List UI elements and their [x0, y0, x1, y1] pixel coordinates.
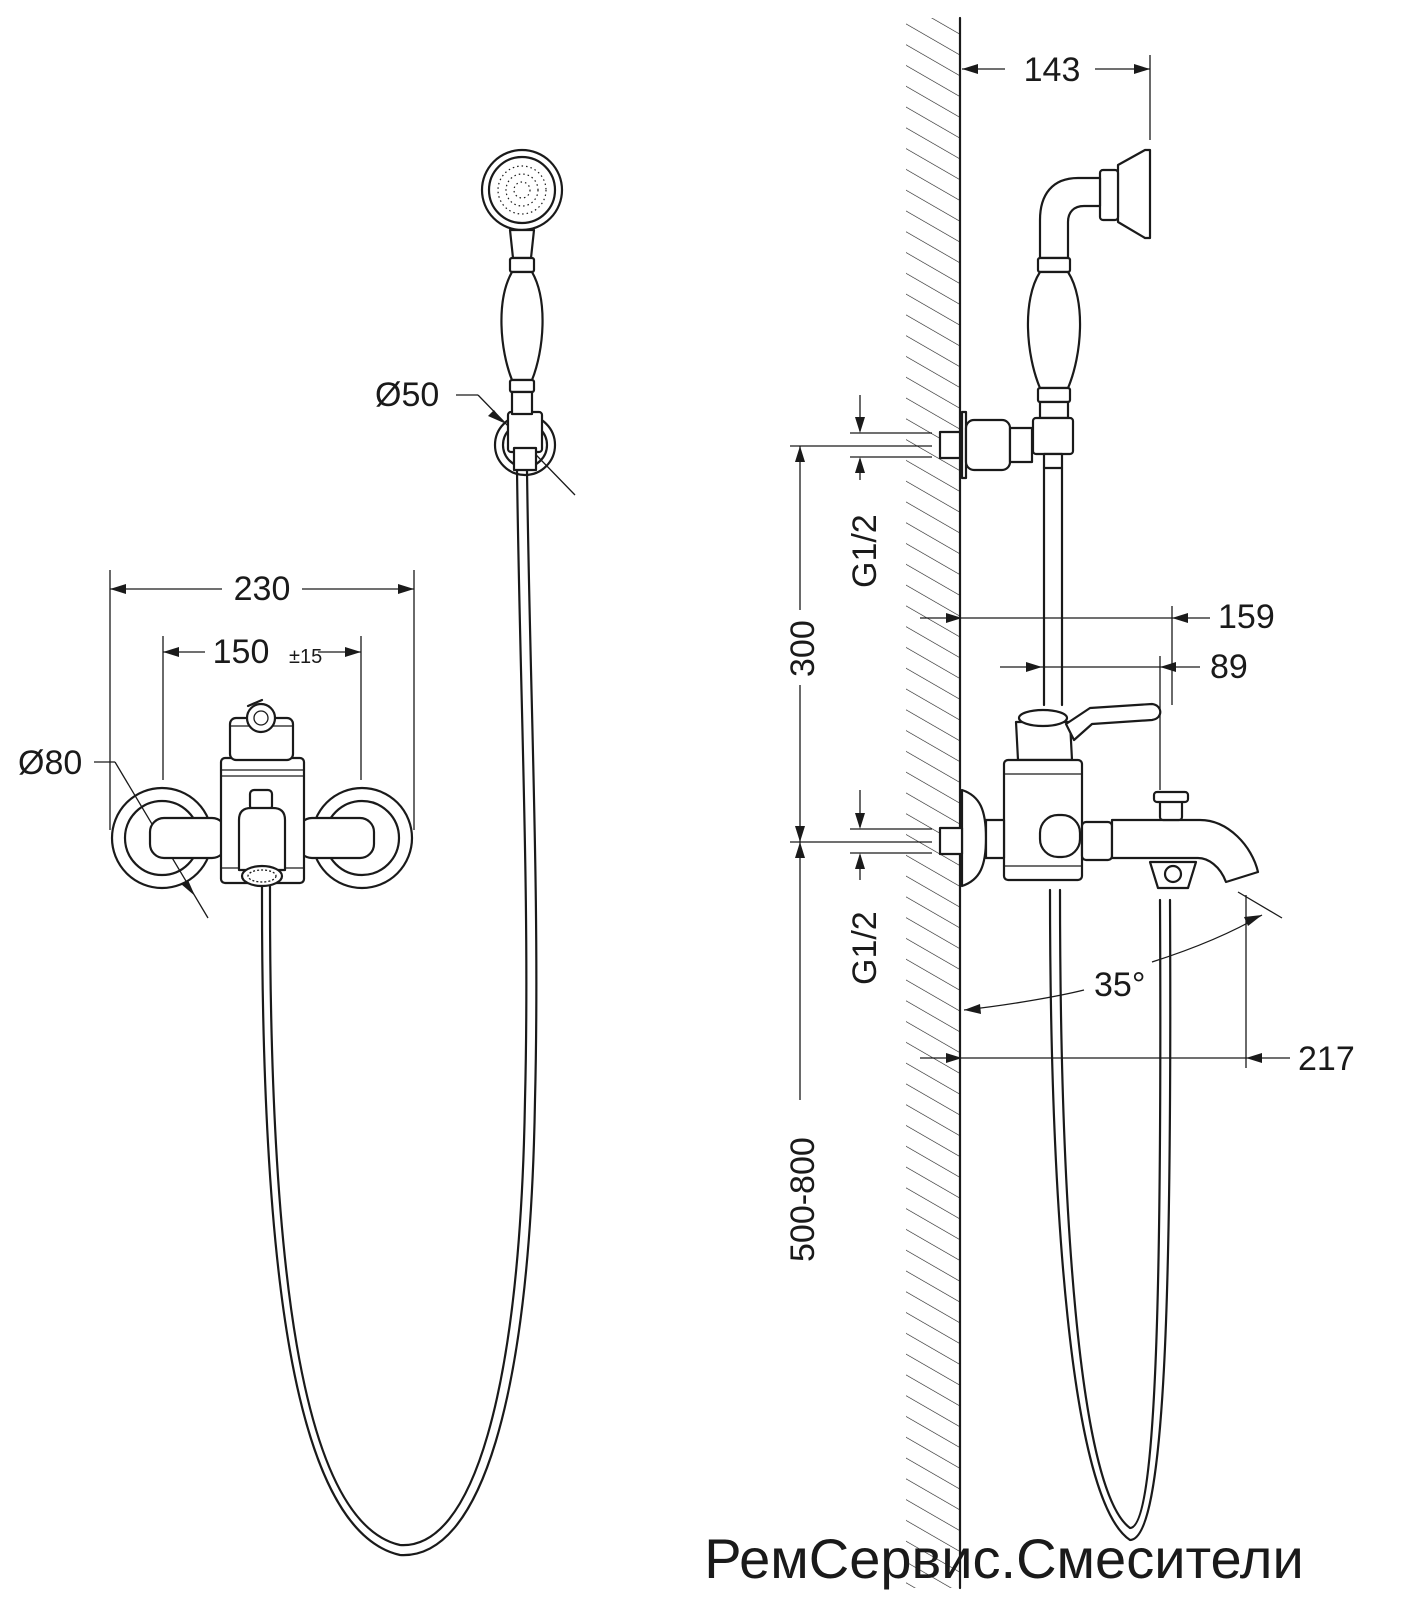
- dim-holder-height: 300: [784, 445, 932, 842]
- wall: [906, 16, 962, 1590]
- dim-shower-head-diameter-label: Ø50: [375, 376, 439, 414]
- right-flange: [296, 786, 414, 890]
- mixer-body-side: [938, 702, 1260, 890]
- dim-total-width-label: 230: [234, 570, 291, 608]
- hand-shower-side: [1026, 148, 1152, 470]
- dim-spout-projection: 217: [920, 895, 1355, 1078]
- dim-spout-angle: 35°: [963, 891, 1283, 1014]
- dim-handle-projection: 159: [920, 598, 1275, 705]
- dim-total-width: 230: [109, 570, 415, 830]
- side-view: 143 G1/2: [784, 16, 1355, 1590]
- dim-spout-projection-label: 217: [1298, 1040, 1355, 1078]
- hose-front: [260, 468, 538, 1557]
- dim-inlet-tolerance-label: ±15: [289, 646, 322, 668]
- front-view: 230 150 ±15 Ø80: [18, 148, 576, 1557]
- dim-outlet-projection-top-label: 89: [1210, 648, 1248, 686]
- dim-handle-projection-label: 159: [1218, 598, 1275, 636]
- wall-holder-side: [938, 410, 1034, 480]
- dim-lower-thread: G1/2: [846, 790, 932, 985]
- dim-inlet-spacing-label: 150: [213, 633, 270, 671]
- hand-shower-front: [480, 148, 564, 416]
- dim-install-height: 500-800: [784, 841, 932, 1262]
- watermark: РемСервис.Смесители: [704, 1527, 1303, 1590]
- dim-holder-projection-label: 143: [1024, 51, 1081, 89]
- left-flange: [110, 786, 228, 890]
- mixer-body-front: [219, 698, 306, 888]
- dim-outlet-projection-top: 89: [1000, 648, 1248, 790]
- hose-side: [1048, 888, 1172, 1542]
- dim-shower-head-diameter: Ø50: [375, 376, 576, 496]
- dim-lower-thread-label: G1/2: [846, 911, 884, 985]
- dim-spout-angle-label: 35°: [1094, 966, 1145, 1004]
- dim-upper-thread-label: G1/2: [846, 514, 884, 588]
- dim-install-height-label: 500-800: [784, 1137, 822, 1262]
- dim-flange-diameter-label: Ø80: [18, 744, 82, 782]
- dim-upper-thread: G1/2: [846, 395, 932, 588]
- dim-holder-height-label: 300: [784, 620, 822, 677]
- dim-holder-projection: 143: [962, 51, 1151, 140]
- dim-inlet-spacing: 150 ±15: [162, 633, 362, 780]
